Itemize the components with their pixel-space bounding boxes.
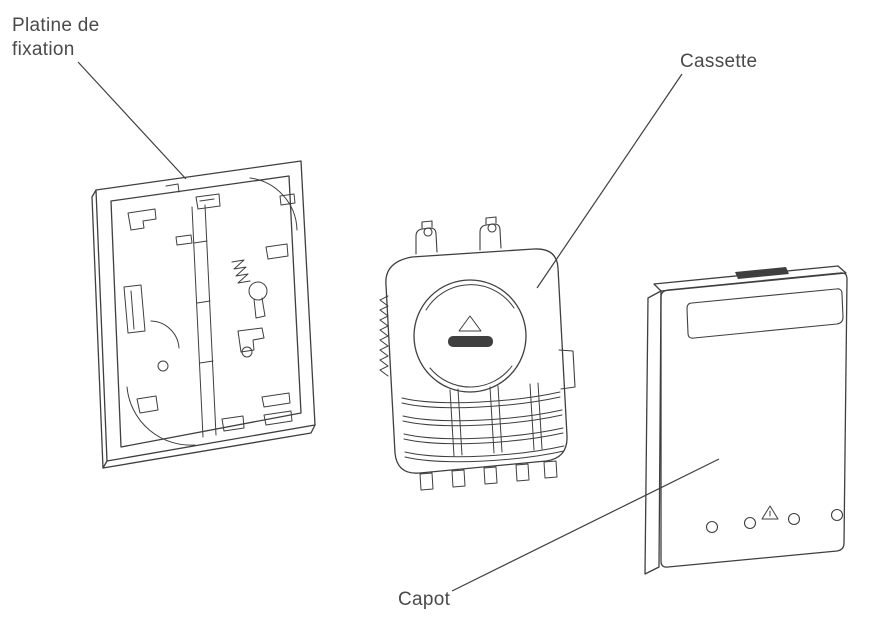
- cover-left-face: [644, 290, 662, 575]
- plate-thickness-bottom: [102, 424, 316, 469]
- brand-logo-bar: [448, 336, 493, 347]
- cassette-bottom-clips: [419, 460, 558, 491]
- cassette-right-tab: [558, 349, 576, 390]
- cassette-spool: [413, 279, 527, 393]
- cassette-label: Cassette: [680, 51, 758, 72]
- cassette-body-outline: [385, 248, 568, 474]
- cassette-drawing: [379, 216, 576, 491]
- capot-leader-line: [451, 458, 720, 592]
- cover-indicator-holes: [705, 508, 844, 534]
- plate-thickness-left: [91, 189, 108, 469]
- cassette-top-clips: [415, 216, 502, 255]
- mounting-plate-label: Platine de fixation: [12, 14, 100, 62]
- platine-leader-line: [77, 61, 187, 180]
- cassette-brand-logo: [448, 315, 493, 347]
- cover-vent: [735, 267, 789, 279]
- cover-front-face: [660, 272, 848, 568]
- cassette-leader-line: [536, 73, 683, 289]
- cover-label-window: [686, 288, 844, 339]
- leader-lines: [77, 61, 720, 592]
- cover-drawing: [644, 265, 848, 575]
- cassette-left-serration: [379, 295, 389, 377]
- laser-warning-icon: [761, 505, 779, 520]
- mounting-plate-label-line2: fixation: [12, 38, 75, 60]
- cover-top-face: [653, 265, 847, 292]
- cassette-fiber-guides: [401, 382, 565, 463]
- plate-inner-rim: [110, 175, 302, 448]
- mounting-plate-drawing: [91, 160, 316, 469]
- mounting-plate-label-line1: Platine de: [12, 15, 100, 36]
- cover-label: Capot: [398, 589, 451, 610]
- plate-internal-details: [123, 177, 298, 446]
